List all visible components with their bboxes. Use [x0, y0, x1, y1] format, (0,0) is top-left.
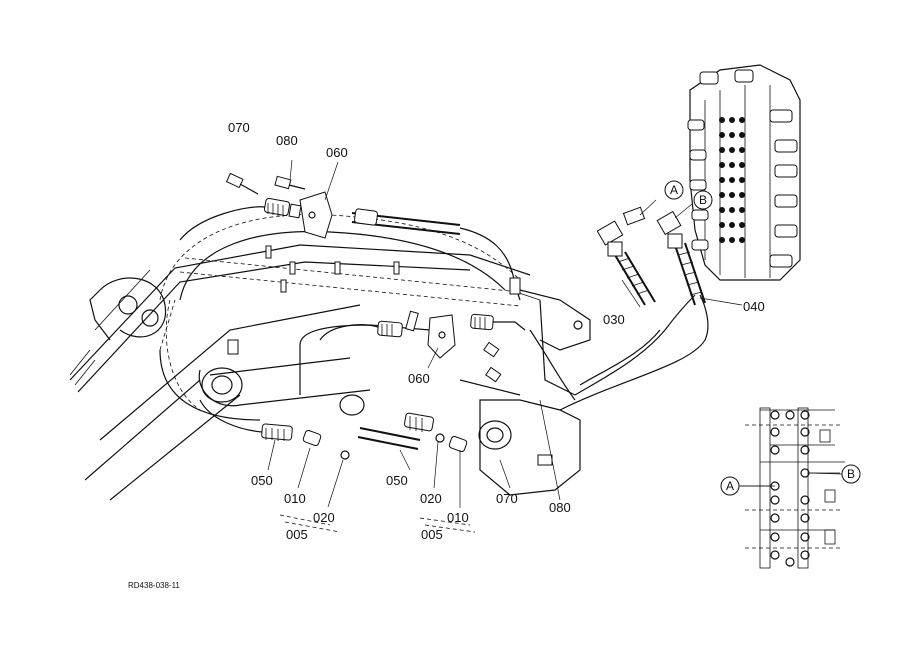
cylinder-body — [159, 299, 431, 421]
svg-text:B: B — [699, 193, 707, 207]
callout-060-top: 060 — [326, 145, 348, 160]
leader-lines — [159, 159, 743, 533]
callout-080-top: 080 — [276, 133, 298, 148]
callout-labels: 070 080 060 060 030 040 050 050 010 020 … — [228, 120, 765, 542]
callout-020-left: 020 — [313, 510, 335, 525]
callout-010-left: 010 — [284, 491, 306, 506]
callout-020-right: 020 — [420, 491, 442, 506]
callout-070-top: 070 — [228, 120, 250, 135]
svg-text:A: A — [726, 479, 734, 493]
callout-060-middle: 060 — [408, 371, 430, 386]
callout-070-bottom: 070 — [496, 491, 518, 506]
middle-hose-group — [319, 310, 526, 383]
inset-ports — [770, 410, 810, 567]
marker-b-inset: B — [841, 464, 861, 484]
drawing-reference: RD438-038-11 — [128, 581, 180, 590]
callout-050-right: 050 — [386, 473, 408, 488]
svg-text:A: A — [670, 183, 678, 197]
lower-hose-group — [199, 399, 468, 460]
marker-a-top: A — [664, 180, 684, 200]
hose-routing — [559, 206, 709, 411]
boom-structure — [69, 214, 531, 501]
callout-010-right: 010 — [447, 510, 469, 525]
callout-030: 030 — [603, 312, 625, 327]
valve-schematic-inset — [740, 407, 845, 569]
marker-a-inset: A — [720, 476, 740, 496]
callout-050-left: 050 — [251, 473, 273, 488]
callout-005-left: 005 — [286, 527, 308, 542]
connection-markers: A B A B — [664, 180, 861, 496]
marker-b-top: B — [693, 190, 713, 210]
callout-005-right: 005 — [421, 527, 443, 542]
callout-040: 040 — [743, 299, 765, 314]
upper-hose-group — [179, 172, 521, 301]
control-valve — [687, 64, 801, 281]
valve-spools — [719, 117, 745, 243]
callout-080-bottom: 080 — [549, 500, 571, 515]
valve-ports — [687, 69, 798, 268]
svg-text:B: B — [847, 467, 855, 481]
